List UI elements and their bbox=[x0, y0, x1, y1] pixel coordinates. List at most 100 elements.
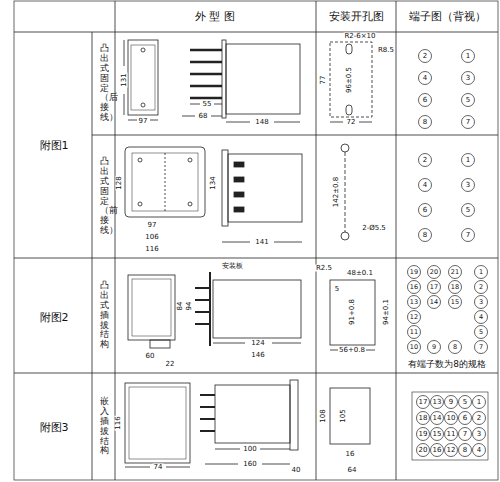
terminal-number: 1 bbox=[466, 157, 470, 164]
terminal-number: 5 bbox=[479, 329, 483, 336]
terminal-number: 4 bbox=[423, 75, 427, 82]
dimension-label: R8.5 bbox=[377, 47, 395, 54]
terminal-number: 5 bbox=[466, 97, 470, 104]
terminal-number: 16 bbox=[433, 447, 442, 454]
terminal-circle bbox=[475, 281, 488, 294]
terminal-circle bbox=[417, 412, 430, 425]
terminal-circle bbox=[475, 341, 488, 354]
terminal-circle bbox=[473, 396, 486, 409]
terminal-number: 2 bbox=[479, 284, 483, 291]
terminal-number: 3 bbox=[466, 182, 470, 189]
terminal-circle bbox=[449, 341, 462, 354]
terminal-number: 20 bbox=[430, 269, 438, 276]
terminal-circle bbox=[475, 326, 488, 339]
terminal-circle bbox=[475, 311, 488, 324]
terminal-number: 10 bbox=[447, 415, 456, 422]
dimension-label: 146 bbox=[250, 352, 265, 359]
terminal-circle bbox=[462, 116, 475, 129]
terminal-number: 10 bbox=[410, 344, 418, 351]
table-heading: 附图1 bbox=[40, 140, 69, 151]
terminal-number: 15 bbox=[433, 431, 442, 438]
terminal-number: 19 bbox=[419, 431, 428, 438]
dimension-label: 16 bbox=[345, 451, 356, 458]
terminal-circle bbox=[462, 94, 475, 107]
dimension-label: 148 bbox=[254, 119, 269, 126]
dimension-label: 105 bbox=[340, 408, 347, 423]
terminal-circle bbox=[473, 444, 486, 457]
dimension-label: 48±0.1 bbox=[346, 270, 374, 277]
dimension-label: 74 bbox=[153, 464, 164, 471]
row-label: 嵌入插拔结构 bbox=[100, 397, 109, 456]
dimension-label: 91+0.8 bbox=[349, 298, 356, 326]
terminal-number: 2 bbox=[423, 53, 427, 60]
terminal-number: 2 bbox=[423, 157, 427, 164]
terminal-number: 8 bbox=[423, 119, 427, 126]
terminal-circle bbox=[419, 154, 432, 167]
dimension-label: 141 bbox=[254, 239, 269, 246]
terminal-circle bbox=[462, 154, 475, 167]
terminal-number: 13 bbox=[410, 299, 418, 306]
terminal-circle bbox=[419, 50, 432, 63]
terminal-circle bbox=[431, 396, 444, 409]
dimension-label: 96±0.5 bbox=[346, 66, 353, 94]
terminal-number: 4 bbox=[477, 447, 481, 454]
terminal-number: 5 bbox=[466, 207, 470, 214]
terminal-circle bbox=[417, 428, 430, 441]
terminal-number: 12 bbox=[447, 447, 456, 454]
dimension-label: 131 bbox=[121, 72, 128, 87]
terminal-circle bbox=[419, 116, 432, 129]
dimension-label: R2.5 bbox=[315, 265, 333, 272]
row-label: 凸出式固定（后接线） bbox=[100, 44, 109, 123]
terminal-number: 18 bbox=[419, 415, 428, 422]
dimension-label: 97 bbox=[147, 222, 158, 229]
terminal-circle bbox=[462, 72, 475, 85]
dimension-label: 100 bbox=[242, 446, 257, 453]
terminal-circle bbox=[473, 428, 486, 441]
terminal-circle bbox=[417, 444, 430, 457]
terminal-circle bbox=[428, 296, 441, 309]
terminal-number: 1 bbox=[479, 269, 483, 276]
terminal-circle bbox=[475, 296, 488, 309]
table-heading: 附图3 bbox=[40, 422, 69, 433]
terminal-number: 7 bbox=[466, 232, 470, 239]
terminal-circle bbox=[431, 428, 444, 441]
terminal-number: 15 bbox=[451, 299, 459, 306]
terminal-circle bbox=[408, 281, 421, 294]
dimension-label: 94 bbox=[186, 301, 193, 312]
terminal-number: 3 bbox=[477, 431, 481, 438]
terminal-number: 11 bbox=[447, 431, 456, 438]
terminal-number: 6 bbox=[423, 97, 427, 104]
dimension-label: 5 bbox=[334, 286, 340, 293]
terminal-number: 14 bbox=[433, 415, 442, 422]
terminal-circle bbox=[419, 94, 432, 107]
dimension-label: 124 bbox=[250, 340, 265, 347]
table-heading: 端子图（背视） bbox=[409, 11, 486, 22]
terminal-circle bbox=[408, 326, 421, 339]
terminal-circle bbox=[431, 412, 444, 425]
terminal-circle bbox=[462, 179, 475, 192]
terminal-circle bbox=[449, 296, 462, 309]
terminal-circle bbox=[419, 229, 432, 242]
terminal-number: 20 bbox=[419, 447, 428, 454]
terminal-circle bbox=[428, 281, 441, 294]
dimension-label: 108 bbox=[320, 408, 327, 423]
terminal-circle bbox=[428, 266, 441, 279]
dimension-label: 72 bbox=[346, 119, 357, 126]
terminal-number: 8 bbox=[423, 232, 427, 239]
terminal-number: 9 bbox=[449, 399, 453, 406]
terminal-number: 2 bbox=[477, 415, 481, 422]
terminal-circle bbox=[445, 396, 458, 409]
terminal-circle bbox=[428, 341, 441, 354]
terminal-circle bbox=[449, 266, 462, 279]
dimension-label: 56+0.8 bbox=[338, 347, 366, 354]
terminal-number: 7 bbox=[463, 431, 467, 438]
dimension-label: 94±0.1 bbox=[383, 298, 390, 326]
row-label: 凸出式固定（前接线） bbox=[100, 157, 109, 236]
terminal-circle bbox=[408, 311, 421, 324]
row-label: 凸出式插拔结构 bbox=[100, 281, 109, 350]
terminal-circle bbox=[419, 72, 432, 85]
terminal-circle bbox=[431, 444, 444, 457]
terminal-number: 3 bbox=[479, 299, 483, 306]
terminal-circle bbox=[408, 341, 421, 354]
